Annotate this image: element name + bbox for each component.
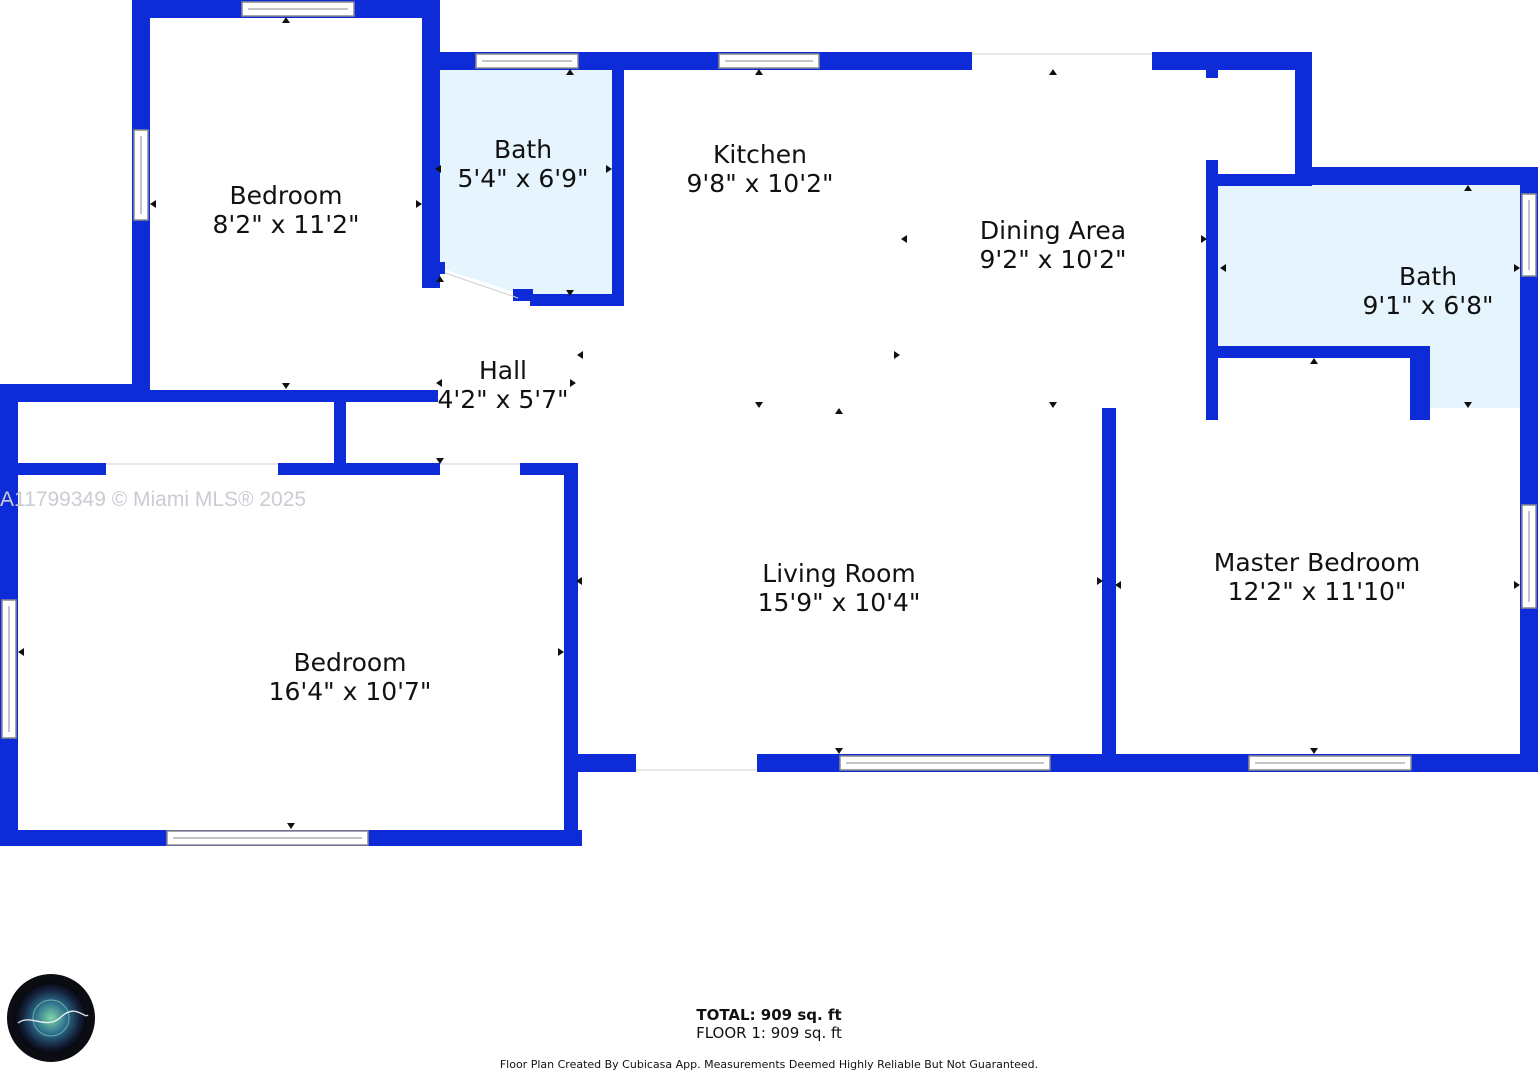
- wall: [1206, 174, 1312, 186]
- dimension-markers: [18, 17, 1520, 829]
- window-lines: [8, 8, 1530, 839]
- room-dims-living: 15'9" x 10'4": [758, 588, 921, 617]
- wall: [1206, 160, 1218, 420]
- wall: [0, 463, 106, 475]
- camera-lens-logo-icon: [7, 974, 95, 1062]
- bath-fills: [433, 68, 1520, 408]
- room-label-living: Living Room: [762, 559, 915, 588]
- room-dims-bedroom-top: 8'2" x 11'2": [213, 210, 360, 239]
- bath-top-fill: [433, 68, 613, 297]
- wall: [1295, 167, 1538, 185]
- walls: [0, 0, 1538, 846]
- wall: [1295, 52, 1312, 182]
- door-openings: [106, 53, 1152, 771]
- wall: [612, 52, 624, 306]
- total-area: TOTAL: 909 sq. ft: [696, 1006, 842, 1024]
- wall: [564, 463, 578, 846]
- room-dims-hall: 4'2" x 5'7": [437, 385, 568, 414]
- room-label-dining: Dining Area: [980, 216, 1126, 245]
- room-label-kitchen: Kitchen: [713, 140, 807, 169]
- room-dims-bath-top: 5'4" x 6'9": [457, 164, 588, 193]
- wall: [278, 463, 440, 475]
- wall: [1152, 52, 1312, 70]
- wall: [578, 754, 636, 772]
- disclaimer: Floor Plan Created By Cubicasa App. Meas…: [499, 1058, 1039, 1071]
- wall: [0, 384, 150, 402]
- wall: [433, 262, 445, 274]
- wall: [132, 390, 438, 402]
- room-label-bath-right: Bath: [1399, 262, 1457, 291]
- watermark: A11799349 © Miami MLS® 2025: [0, 488, 306, 511]
- wall: [520, 463, 578, 475]
- bath-right-fill: [1218, 183, 1520, 408]
- windows: [1, 1, 1537, 846]
- wall: [422, 0, 440, 288]
- wall: [1206, 52, 1218, 78]
- room-dims-master: 12'2" x 11'10": [1228, 577, 1407, 606]
- floor-area: FLOOR 1: 909 sq. ft: [696, 1024, 842, 1042]
- room-dims-kitchen: 9'8" x 10'2": [687, 169, 834, 198]
- wall: [1410, 346, 1430, 420]
- wall: [1102, 408, 1116, 772]
- wall: [1520, 167, 1538, 772]
- room-labels: Bedroom 8'2" x 11'2" Bath 5'4" x 6'9" Ki…: [213, 135, 1494, 706]
- wall: [1218, 346, 1422, 358]
- room-dims-bedroom-bottom: 16'4" x 10'7": [269, 677, 432, 706]
- room-label-bath-top: Bath: [494, 135, 552, 164]
- wall: [334, 390, 346, 472]
- room-label-master: Master Bedroom: [1214, 548, 1420, 577]
- wall: [530, 294, 624, 306]
- room-dims-bath-right: 9'1" x 6'8": [1362, 291, 1493, 320]
- room-dims-dining: 9'2" x 10'2": [980, 245, 1127, 274]
- wall: [513, 289, 533, 301]
- room-label-hall: Hall: [479, 356, 527, 385]
- room-label-bedroom-top: Bedroom: [229, 181, 342, 210]
- room-label-bedroom-bottom: Bedroom: [293, 648, 406, 677]
